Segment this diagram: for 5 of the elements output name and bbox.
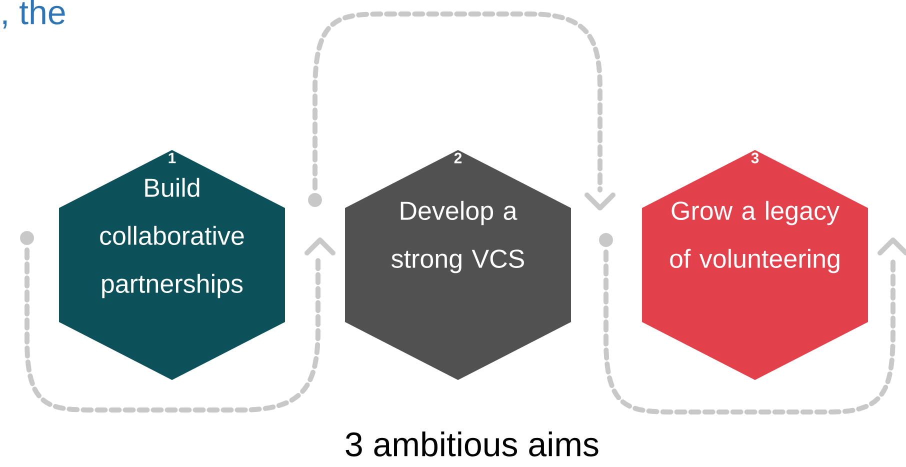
heading-text: , the: [3, 0, 65, 28]
hexagon: 1 Build collaborative partnerships: [59, 150, 285, 380]
hexagon: 2 Develop a strong VCS: [345, 150, 571, 380]
caption: 3 ambitious aims: [346, 432, 598, 456]
hexagon: 3 Grow a legacy of volunteering: [642, 150, 868, 380]
